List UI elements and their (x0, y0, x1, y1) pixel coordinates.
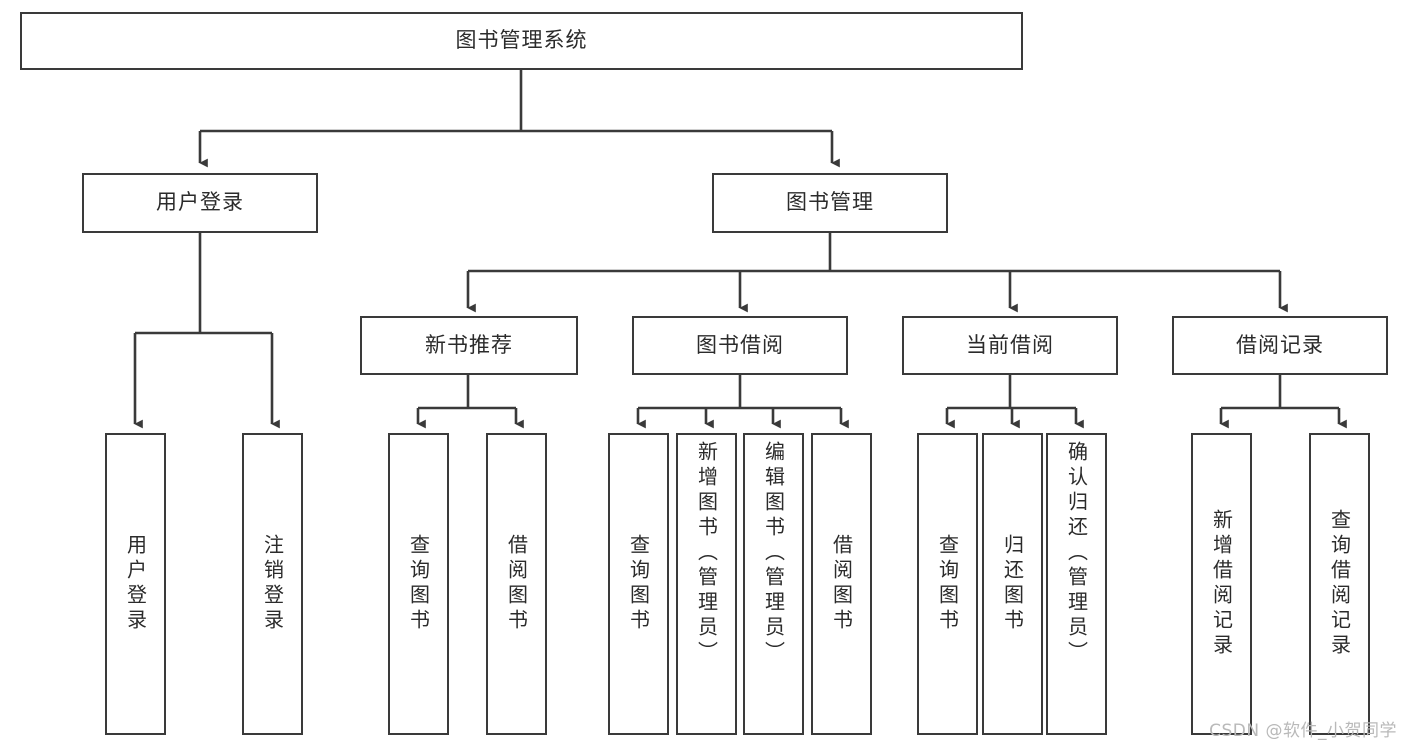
node-borrow-record-label: 借阅记录 (1236, 332, 1324, 357)
node-root-label: 图书管理系统 (455, 28, 588, 53)
node-leaf-return-book-label: 归还图书 (1000, 534, 1025, 634)
node-leaf-borrow-book-1-label: 借阅图书 (504, 534, 529, 634)
node-new-book-recommend-label: 新书推荐 (425, 332, 513, 357)
node-leaf-query-book-3-label: 查询图书 (935, 534, 960, 634)
watermark: CSDN @软件_小贺同学 (1209, 721, 1397, 741)
node-book-management-label: 图书管理 (786, 190, 874, 215)
node-leaf-edit-book[interactable]: 编辑图书（管理员） (743, 433, 804, 735)
node-book-borrow[interactable]: 图书借阅 (632, 316, 848, 375)
node-leaf-borrow-book-2[interactable]: 借阅图书 (811, 433, 872, 735)
node-leaf-add-book[interactable]: 新增图书（管理员） (676, 433, 737, 735)
node-leaf-confirm-return[interactable]: 确认归还（管理员） (1046, 433, 1107, 735)
node-new-book-recommend[interactable]: 新书推荐 (360, 316, 578, 375)
node-leaf-query-book-2[interactable]: 查询图书 (608, 433, 669, 735)
node-leaf-edit-book-label: 编辑图书（管理员） (761, 441, 786, 666)
node-leaf-query-book-1[interactable]: 查询图书 (388, 433, 449, 735)
node-leaf-user-login-label: 用户登录 (123, 534, 148, 634)
node-borrow-record[interactable]: 借阅记录 (1172, 316, 1388, 375)
node-leaf-borrow-book-2-label: 借阅图书 (829, 534, 854, 634)
node-leaf-return-book[interactable]: 归还图书 (982, 433, 1043, 735)
node-leaf-user-login[interactable]: 用户登录 (105, 433, 166, 735)
node-user-login[interactable]: 用户登录 (82, 173, 318, 233)
node-leaf-query-record-label: 查询借阅记录 (1327, 509, 1352, 659)
node-leaf-query-book-3[interactable]: 查询图书 (917, 433, 978, 735)
node-root[interactable]: 图书管理系统 (20, 12, 1023, 70)
node-current-borrow[interactable]: 当前借阅 (902, 316, 1118, 375)
node-leaf-add-record-label: 新增借阅记录 (1209, 509, 1234, 659)
node-leaf-confirm-return-label: 确认归还（管理员） (1064, 441, 1089, 666)
node-leaf-user-logout[interactable]: 注销登录 (242, 433, 303, 735)
node-book-management[interactable]: 图书管理 (712, 173, 948, 233)
node-leaf-query-book-1-label: 查询图书 (406, 534, 431, 634)
node-leaf-add-record[interactable]: 新增借阅记录 (1191, 433, 1252, 735)
node-user-login-label: 用户登录 (156, 190, 244, 215)
node-current-borrow-label: 当前借阅 (966, 332, 1054, 357)
node-book-borrow-label: 图书借阅 (696, 332, 784, 357)
node-leaf-user-logout-label: 注销登录 (260, 534, 285, 634)
node-leaf-query-book-2-label: 查询图书 (626, 534, 651, 634)
node-leaf-query-record[interactable]: 查询借阅记录 (1309, 433, 1370, 735)
node-leaf-borrow-book-1[interactable]: 借阅图书 (486, 433, 547, 735)
node-leaf-add-book-label: 新增图书（管理员） (694, 441, 719, 666)
